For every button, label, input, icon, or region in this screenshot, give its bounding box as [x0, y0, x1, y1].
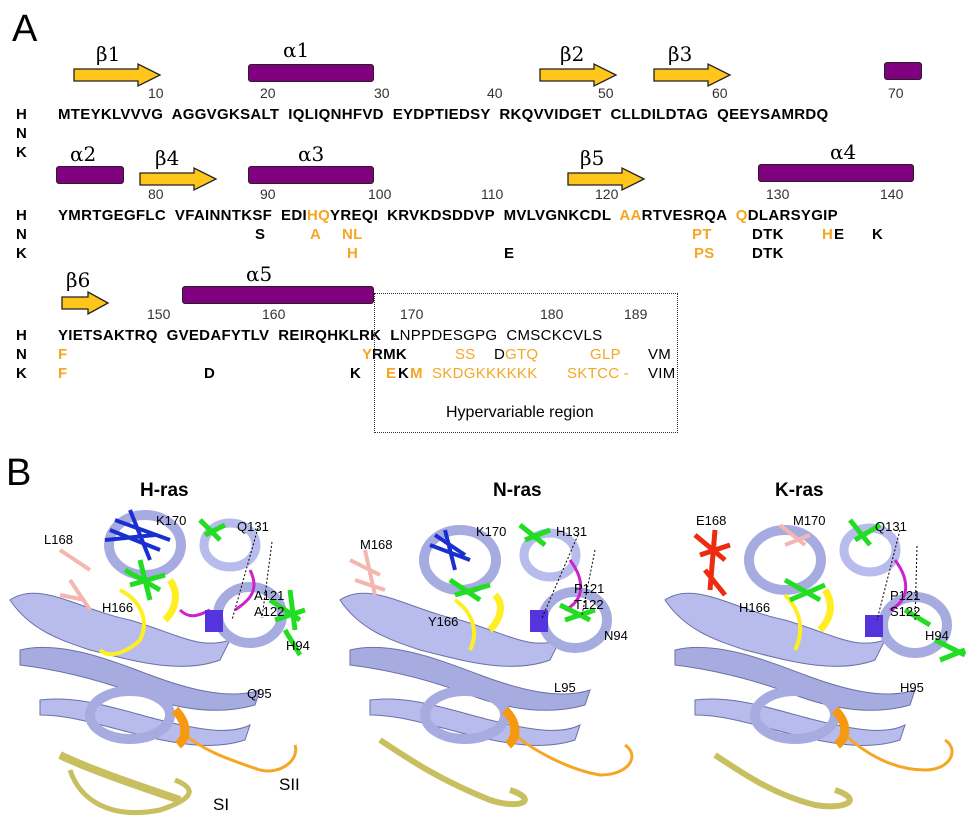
panel-b-letter: B — [6, 452, 31, 495]
hras-label-switch2: SII — [279, 775, 300, 795]
row-label-k: K — [16, 144, 27, 161]
alpha5-label: α5 — [246, 262, 272, 286]
nras-label-p121: P121 — [574, 581, 604, 596]
hras-label-a121: A121 — [254, 588, 284, 603]
nras-e: E — [834, 226, 844, 243]
kras-label-h94: H94 — [925, 628, 949, 643]
row-label-n: N — [16, 346, 27, 363]
kras-label-e168: E168 — [696, 513, 726, 528]
pos-10: 10 — [148, 85, 164, 101]
nras-label-y166: Y166 — [428, 614, 458, 629]
nras-label-t122: T122 — [574, 597, 604, 612]
pos-130: 130 — [766, 186, 789, 202]
hras-label-l168: L168 — [44, 532, 73, 547]
pos-120: 120 — [595, 186, 618, 202]
alpha4-label: α4 — [830, 140, 856, 164]
kras-label-s122: S122 — [890, 604, 920, 619]
alpha2-start-helix — [884, 62, 922, 80]
pos-50: 50 — [598, 85, 614, 101]
row-label-h: H — [16, 106, 27, 123]
beta5-label: β5 — [580, 146, 604, 170]
nras-label-k170: K170 — [476, 524, 506, 539]
beta3-label: β3 — [668, 42, 692, 66]
kras-structure — [655, 500, 975, 830]
kras-dtk: DTK — [752, 245, 784, 262]
pos-60: 60 — [712, 85, 728, 101]
hras-title: H-ras — [140, 480, 189, 502]
kras-label-m170: M170 — [793, 513, 826, 528]
pos-110: 110 — [481, 186, 503, 202]
nras-k: K — [872, 226, 883, 243]
pos-150: 150 — [147, 306, 170, 322]
alpha5-helix — [182, 286, 374, 304]
pos-20: 20 — [260, 85, 276, 101]
row-label-k: K — [16, 365, 27, 382]
nras-nl: NL — [342, 226, 363, 243]
nras-f: F — [58, 346, 67, 363]
alpha3-helix — [248, 166, 374, 184]
row-label-n: N — [16, 226, 27, 243]
alpha2-helix — [56, 166, 124, 184]
kras-k: K — [350, 365, 361, 382]
panel-a-letter: A — [12, 8, 37, 51]
alpha1-helix — [248, 64, 374, 82]
beta2-label: β2 — [560, 42, 584, 66]
kras-label-h166: H166 — [739, 600, 770, 615]
beta6-arrow — [58, 290, 118, 316]
kras-label-p121: P121 — [890, 588, 920, 603]
seq-block1-hras: MTEYKLVVVG AGGVGKSALT IQLIQNHFVD EYDPTIE… — [58, 106, 828, 123]
pos-30: 30 — [374, 85, 390, 101]
nras-label-m168: M168 — [360, 537, 393, 552]
alpha1-label: α1 — [283, 38, 309, 62]
row-label-h: H — [16, 327, 27, 344]
kras-label-h95: H95 — [900, 680, 924, 695]
nras-title: N-ras — [493, 480, 542, 502]
nras-y: Y — [362, 346, 372, 363]
nras-label-l95: L95 — [554, 680, 576, 695]
hras-label-k170: K170 — [156, 513, 186, 528]
kras-e: E — [504, 245, 514, 262]
kras-d: D — [204, 365, 215, 382]
pos-90: 90 — [260, 186, 276, 202]
pos-80: 80 — [148, 186, 164, 202]
beta4-label: β4 — [155, 146, 179, 170]
hras-label-h166: H166 — [102, 600, 133, 615]
kras-f: F — [58, 365, 67, 382]
hras-label-h94: H94 — [286, 638, 310, 653]
pos-70: 70 — [888, 85, 904, 101]
kras-title: K-ras — [775, 480, 824, 502]
hras-label-a122: A122 — [254, 604, 284, 619]
nras-dtk: DTK — [752, 226, 784, 243]
nras-pt: PT — [692, 226, 712, 243]
alpha4-helix — [758, 164, 914, 182]
kras-label-q131: Q131 — [875, 519, 907, 534]
pos-40: 40 — [487, 85, 503, 101]
row-label-n: N — [16, 125, 27, 142]
beta1-label: β1 — [96, 42, 120, 66]
kras-h: H — [347, 245, 358, 262]
pos-140: 140 — [880, 186, 903, 202]
nras-a: A — [310, 226, 321, 243]
hras-label-q131: Q131 — [237, 519, 269, 534]
alpha2-label: α2 — [70, 142, 96, 166]
pos-160: 160 — [262, 306, 285, 322]
kras-ps: PS — [694, 245, 715, 262]
nras-label-n94: N94 — [604, 628, 628, 643]
row-label-k: K — [16, 245, 27, 262]
hras-label-switch1: SI — [213, 795, 229, 815]
nras-s: S — [255, 226, 265, 243]
row-label-h: H — [16, 207, 27, 224]
seq-block2-hras: YMRTGEGFLC VFAINNTKSF EDIHQYREQI KRVKDSD… — [58, 207, 838, 224]
nras-label-h131: H131 — [556, 524, 587, 539]
hypervariable-label: Hypervariable region — [446, 404, 594, 422]
alpha3-label: α3 — [298, 142, 324, 166]
nras-h: H — [822, 226, 833, 243]
beta6-label: β6 — [66, 268, 90, 292]
pos-100: 100 — [368, 186, 391, 202]
hras-label-q95: Q95 — [247, 686, 272, 701]
